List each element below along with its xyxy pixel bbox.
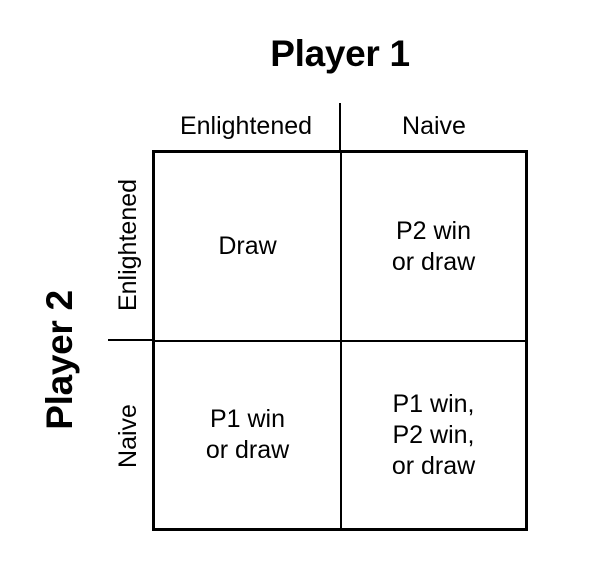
- row-header-enlightened-container: Enlightened: [108, 150, 148, 340]
- column-header-enlightened: Enlightened: [179, 112, 313, 140]
- column-axis-title: Player 1: [270, 33, 410, 74]
- matrix-horizontal-divider: [155, 340, 525, 342]
- matrix-cell-text: P1 win or draw: [205, 405, 290, 464]
- matrix-cell-text: Draw: [218, 232, 277, 260]
- row-axis-title-container: Player 2: [38, 150, 82, 570]
- matrix-cell-enlightened-enlightened: Draw: [155, 153, 340, 340]
- matrix-cell-text: P1 win, P2 win, or draw: [391, 389, 476, 480]
- row-axis-title: Player 2: [39, 290, 80, 430]
- row-header-divider: [108, 339, 154, 341]
- column-header-divider: [339, 103, 341, 151]
- row-header-naive: Naive: [114, 404, 142, 468]
- column-header-naive: Naive: [402, 112, 466, 140]
- row-header-naive-container: Naive: [108, 341, 148, 531]
- matrix-cell-naive-enlightened: P1 win or draw: [155, 342, 340, 528]
- row-header-enlightened: Enlightened: [114, 178, 142, 312]
- matrix-cell-enlightened-naive: P2 win or draw: [342, 153, 525, 340]
- matrix-cell-naive-naive: P1 win, P2 win, or draw: [342, 342, 525, 528]
- matrix-cell-text: P2 win or draw: [391, 216, 476, 276]
- matrix-grid: Draw P2 win or draw P1 win or draw P1 wi…: [152, 150, 528, 531]
